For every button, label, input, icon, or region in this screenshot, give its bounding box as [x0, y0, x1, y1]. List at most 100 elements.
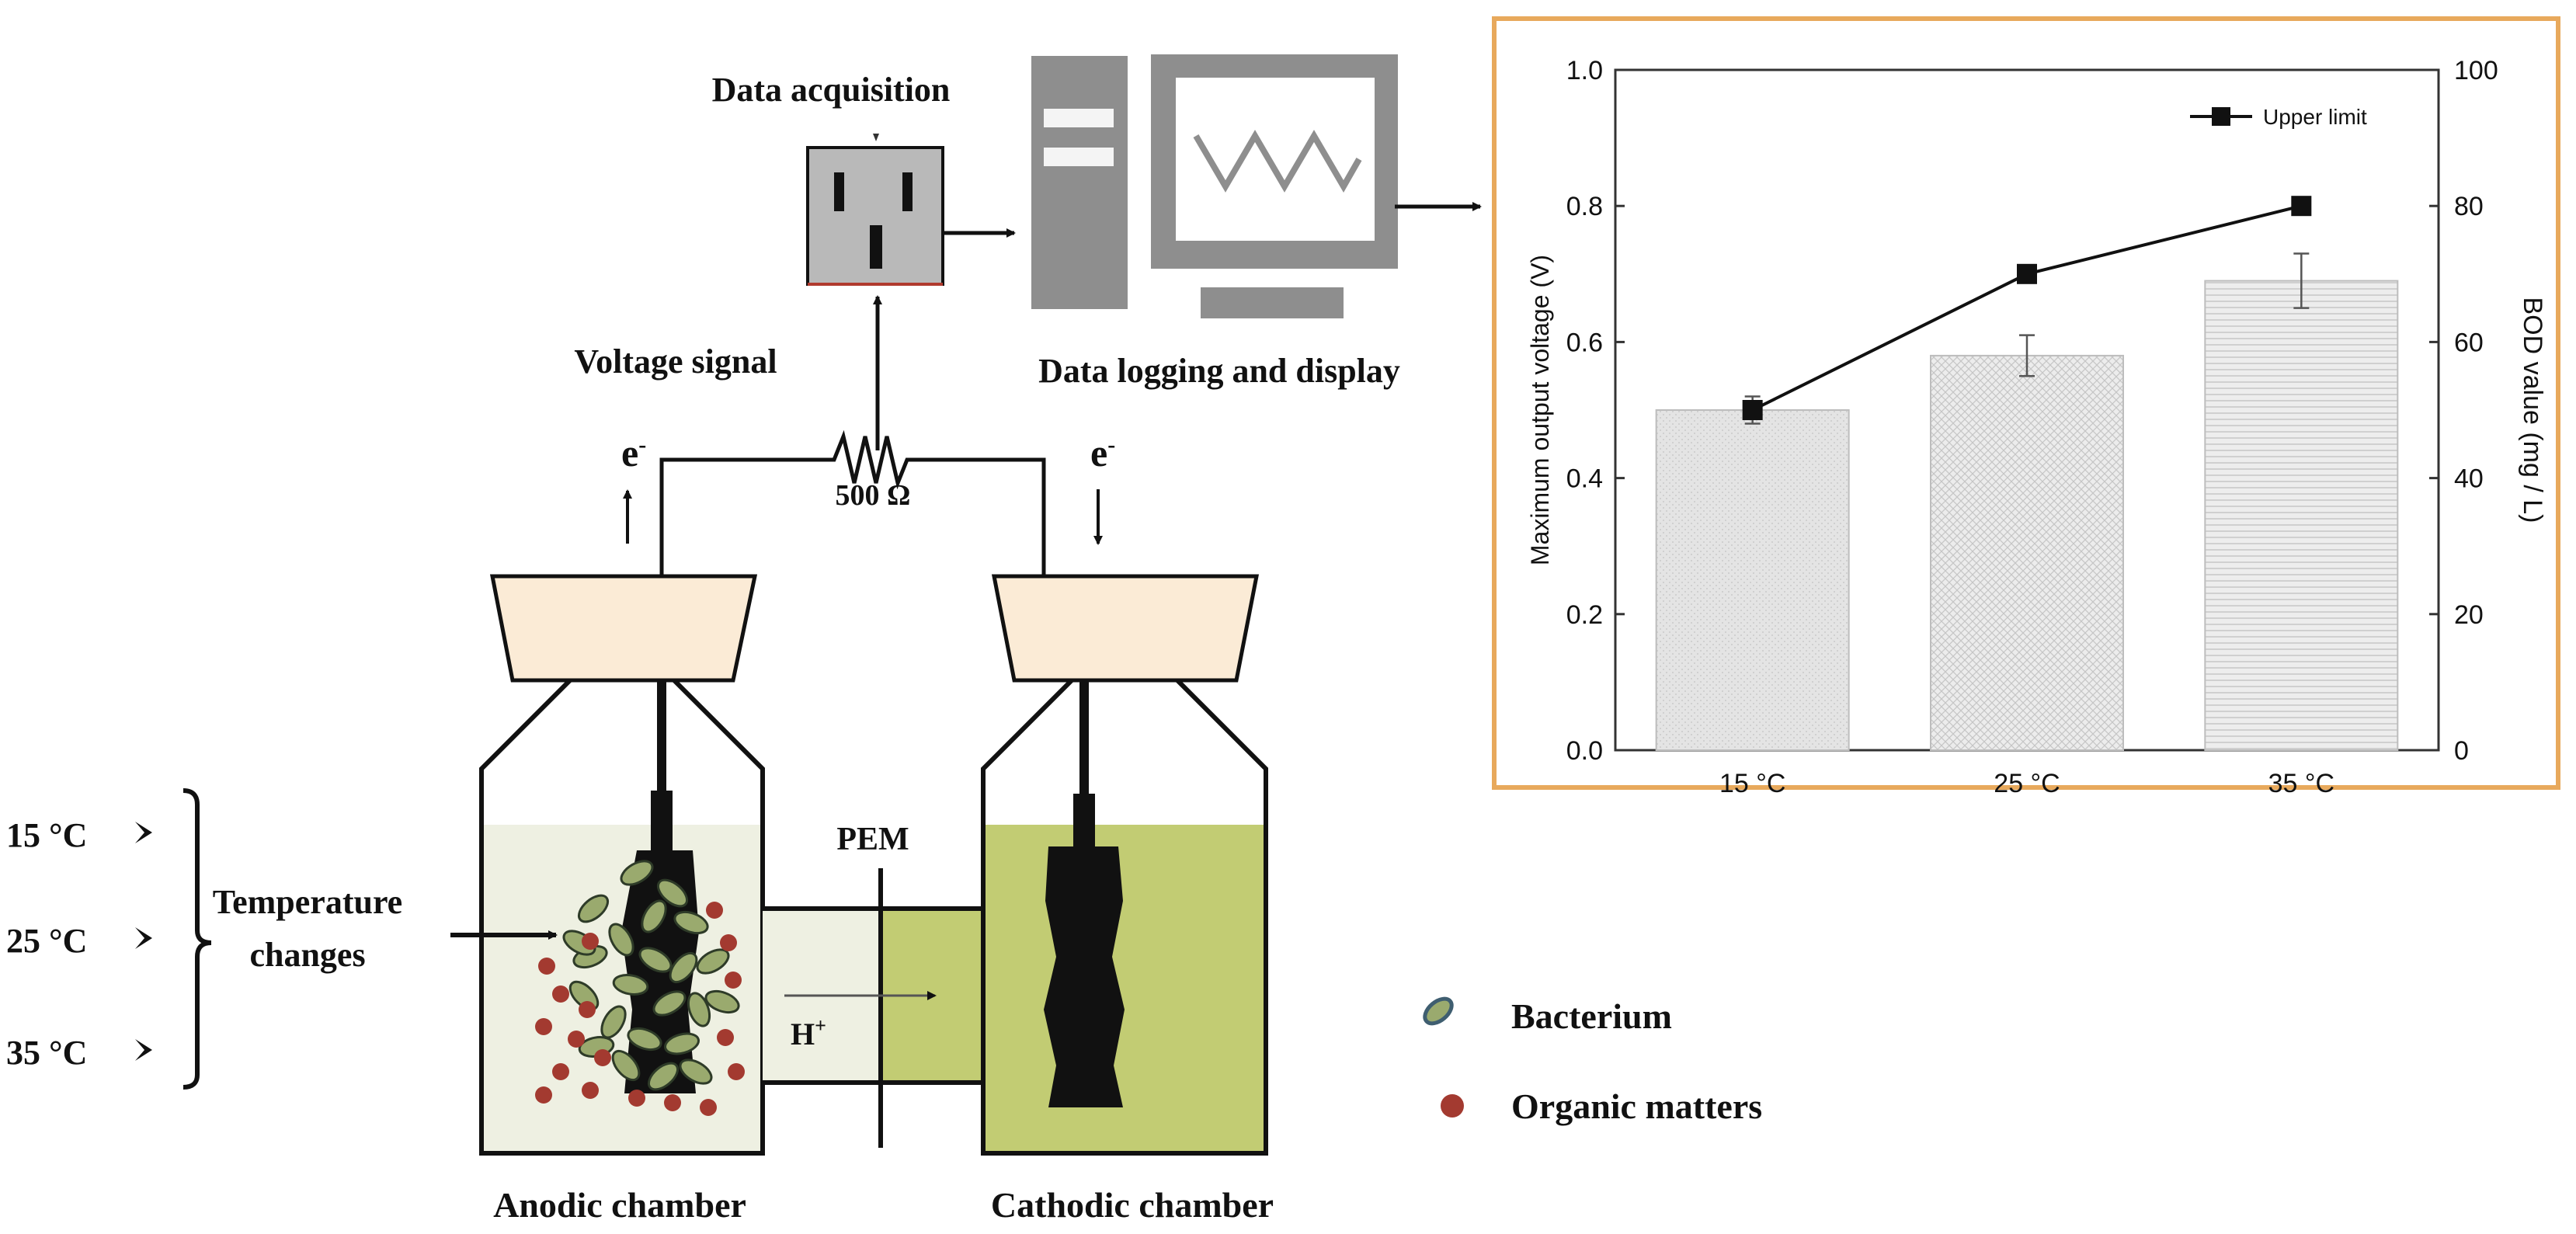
y-right-tick-label: 60: [2454, 328, 2484, 357]
temperature-25: 25 °C: [6, 922, 87, 960]
y-right-tick-label: 40: [2454, 464, 2484, 494]
y-right-tick-label: 0: [2454, 736, 2469, 766]
organic-matter-icon: [720, 934, 737, 951]
voltage-bar: [2204, 280, 2399, 751]
bacterium-icon: [627, 1027, 662, 1052]
cathode-rod: [1079, 680, 1089, 798]
cathode-brush-electrode: [1044, 794, 1125, 1107]
organic-matter-icon: [538, 958, 555, 975]
organic-matter-icon: [728, 1063, 745, 1080]
y-right-tick-label: 20: [2454, 600, 2484, 630]
chevron-right-icon: [135, 822, 152, 843]
bacterium-icon: [1423, 996, 1454, 1026]
legend-square-marker-icon: [2212, 107, 2230, 126]
bacterium-icon: [687, 992, 711, 1027]
chevron-right-icon: [135, 927, 152, 949]
legend-organic: Organic matters: [1441, 1086, 1762, 1126]
pem-label: PEM: [836, 822, 909, 857]
y-tick-label: 0.0: [1566, 736, 1603, 766]
temperature-changes-label-1: Temperature: [213, 883, 402, 921]
data-acquisition-device: [806, 134, 944, 286]
x-tick-label: 25 °C: [1994, 769, 2060, 798]
bacterium-icon: [611, 1049, 641, 1082]
x-tick-label: 15 °C: [1719, 769, 1785, 798]
organic-matter-icon: [582, 933, 599, 950]
voltage-bar: [1930, 354, 2124, 751]
proton-label: H+: [791, 1014, 826, 1052]
organic-matter-icon: [628, 1090, 645, 1107]
upper-limit-point: [1742, 400, 1763, 420]
y-right-tick-label: 80: [2454, 192, 2484, 221]
electron-label-anode: e-: [621, 431, 646, 474]
data-logging-label: Data logging and display: [1038, 352, 1400, 390]
bacterium-icon: [669, 951, 698, 984]
bacterium-icon: [652, 990, 687, 1017]
bacteria-cluster: [562, 860, 740, 1091]
y-right-axis-label: BOD value (mg / L): [2518, 297, 2547, 523]
organic-matter-icon: [717, 1029, 734, 1046]
electron-label-cathode: e-: [1090, 431, 1115, 474]
bacterium-icon: [704, 989, 740, 1014]
voltage-bod-chart: 0.0 0.2 0.4 0.6 0.8 1.0 0 20 40 60 80 100 15 °C 25 °C…: [1526, 56, 2547, 798]
bacterium-icon: [612, 974, 649, 996]
organic-matter-icon: [535, 1086, 552, 1104]
bacterium-icon: [638, 947, 673, 973]
organic-matter-cluster: [535, 902, 745, 1116]
organic-matter-icon: [579, 1001, 596, 1018]
resistor-label: 500 Ω: [836, 479, 911, 512]
computer-monitor: [1151, 54, 1398, 318]
bacterium-icon: [673, 910, 709, 935]
voltage-bar: [1655, 409, 1850, 751]
computer-tower: [1031, 56, 1128, 309]
organic-matter-icon: [594, 1049, 611, 1066]
voltage-signal-label: Voltage signal: [574, 342, 777, 381]
organic-matter-icon: [582, 1082, 599, 1099]
bacterium-icon: [696, 948, 730, 975]
upper-limit-point: [2291, 196, 2312, 217]
legend-organic-label: Organic matters: [1511, 1086, 1762, 1126]
organic-matter-icon: [1441, 1094, 1464, 1118]
bacterium-icon: [664, 1032, 700, 1055]
y-right-tick-label: 100: [2454, 56, 2498, 85]
signal-waveform-icon: [1193, 130, 1362, 193]
bacterium-icon: [679, 1058, 713, 1085]
y-tick-label: 0.8: [1566, 192, 1603, 221]
legend-bacterium: Bacterium: [1423, 996, 1672, 1036]
organic-matter-icon: [664, 1094, 681, 1111]
y-tick-label: 1.0: [1566, 56, 1603, 85]
organic-matter-icon: [706, 902, 723, 919]
temperature-35: 35 °C: [6, 1034, 87, 1072]
bacterium-icon: [577, 894, 610, 923]
y-tick-label: 0.6: [1566, 328, 1603, 357]
organic-matter-icon: [552, 985, 569, 1003]
x-tick-label: 35 °C: [2268, 769, 2334, 798]
anode-cap: [489, 574, 758, 683]
temperature-15: 15 °C: [6, 816, 87, 854]
anodic-chamber-label: Anodic chamber: [493, 1185, 746, 1225]
temperature-brace: [183, 788, 212, 1090]
bacterium-icon: [620, 860, 654, 886]
external-circuit-wire: [659, 429, 1046, 575]
legend-upper-limit-label: Upper limit: [2263, 105, 2367, 129]
y-tick-label: 0.2: [1566, 600, 1603, 630]
bacterium-icon: [641, 899, 667, 933]
y-axis-label: Maximum output voltage (V): [1526, 255, 1554, 565]
cathode-cap: [991, 574, 1260, 683]
organic-matter-icon: [700, 1099, 717, 1116]
organic-matter-icon: [568, 1031, 585, 1048]
bacterium-icon: [608, 923, 634, 957]
organic-matter-icon: [535, 1018, 552, 1035]
organic-matter-icon: [725, 972, 742, 989]
anode-rod: [657, 680, 666, 798]
bacterium-icon: [656, 878, 689, 908]
y-tick-label: 0.4: [1566, 464, 1603, 494]
chevron-right-icon: [135, 1039, 152, 1061]
bacterium-icon: [647, 1062, 680, 1091]
cathodic-chamber-label: Cathodic chamber: [991, 1185, 1274, 1225]
legend-bacterium-label: Bacterium: [1511, 996, 1672, 1036]
data-acquisition-label: Data acquisition: [712, 71, 951, 109]
organic-matter-icon: [552, 1063, 569, 1080]
upper-limit-point: [2017, 263, 2037, 284]
temperature-changes-label-2: changes: [249, 936, 365, 974]
